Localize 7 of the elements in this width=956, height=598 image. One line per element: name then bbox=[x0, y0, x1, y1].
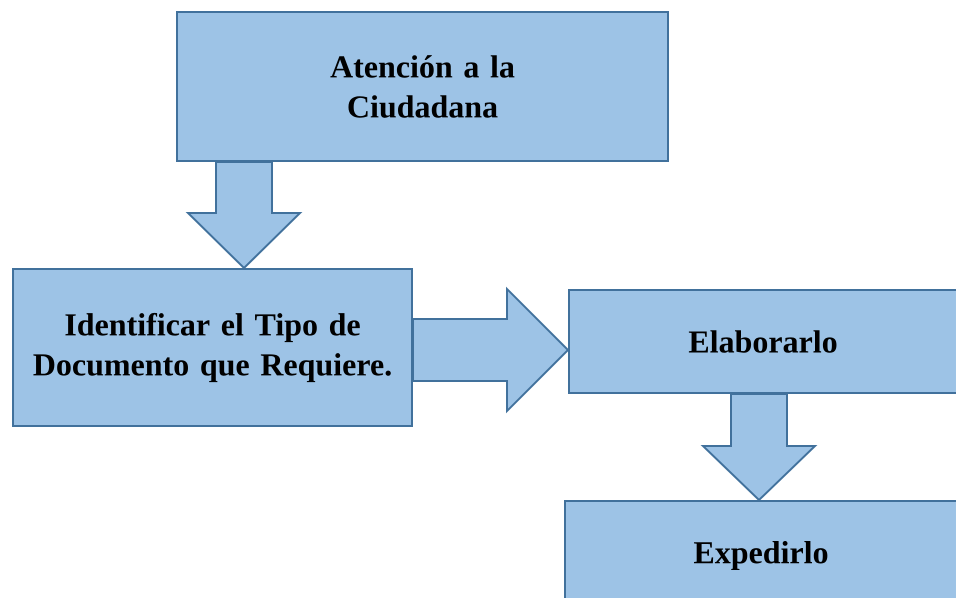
process-box: Atención a la Ciudadana bbox=[176, 11, 669, 162]
process-box: Elaborarlo bbox=[568, 289, 956, 394]
block-arrow bbox=[412, 286, 570, 414]
process-box: Identificar el Tipo de Documento que Requiere. bbox=[12, 268, 413, 427]
block-arrow bbox=[186, 161, 302, 270]
block-arrow bbox=[700, 393, 818, 502]
process-box: Expedirlo bbox=[564, 500, 956, 598]
